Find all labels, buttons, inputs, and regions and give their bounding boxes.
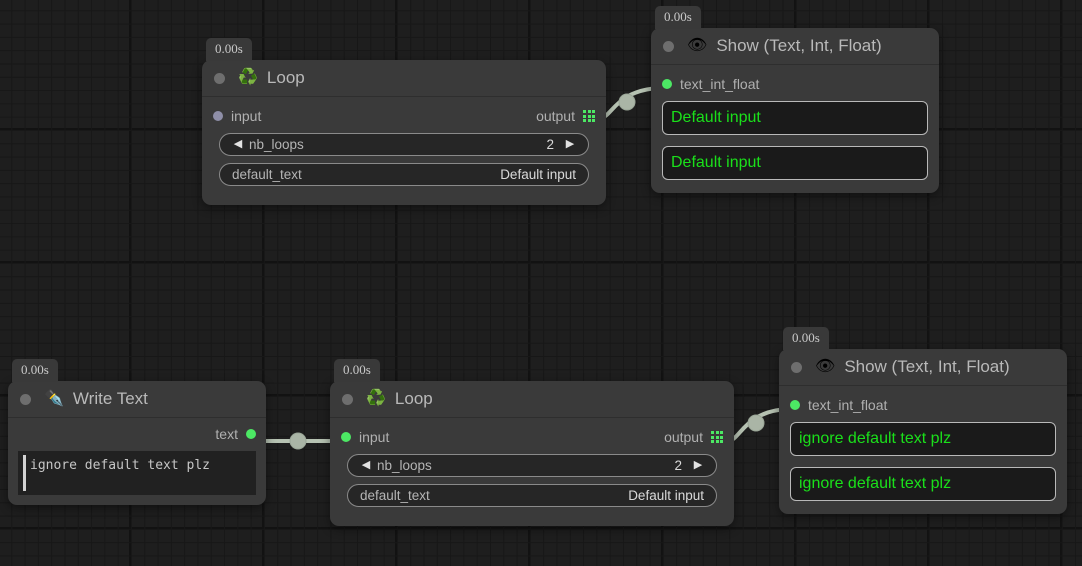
input-port-dot[interactable] — [213, 111, 223, 121]
input-port-dot[interactable] — [341, 432, 351, 442]
eye-icon: 👁 — [687, 37, 708, 54]
param-name: nb_loops — [377, 458, 432, 473]
text-input-value: ignore default text plz — [30, 458, 211, 473]
collapse-toggle-dot[interactable] — [663, 40, 674, 52]
param-value: Default input — [628, 488, 704, 503]
input-port-dot[interactable] — [790, 400, 800, 410]
port-row: text_int_float — [662, 74, 928, 94]
output-value-box: Default input — [662, 146, 928, 180]
recycle-icon: ♻️ — [238, 69, 258, 86]
input-port-label: text_int_float — [680, 76, 760, 92]
output-value-box: Default input — [662, 101, 928, 135]
output-port-label: text — [215, 426, 238, 442]
port-row: input output — [213, 106, 595, 126]
param-name: nb_loops — [249, 137, 304, 152]
node-body: text_int_float ignore default text plz i… — [779, 386, 1067, 514]
input-port-label: input — [359, 429, 390, 445]
node-header[interactable]: 👁 Show (Text, Int, Float) — [779, 349, 1067, 386]
eye-icon: 👁 — [815, 358, 836, 375]
node-timer-badge: 0.00s — [655, 6, 701, 29]
node-body: input output ◀ nb_loops 2 ▶ default_text… — [202, 97, 606, 205]
input-port-label: input — [231, 108, 262, 124]
port-row: text_int_float — [790, 395, 1056, 415]
stepper-increment-icon[interactable]: ▶ — [565, 138, 575, 150]
wire-handle-1 — [618, 93, 636, 111]
node-timer-badge: 0.00s — [206, 38, 252, 61]
wire-handle-3 — [747, 414, 765, 432]
output-port-dot[interactable] — [246, 429, 256, 439]
output-port[interactable]: output — [536, 108, 595, 124]
node-header[interactable]: ♻️ Loop — [330, 381, 734, 418]
list-grid-icon[interactable] — [583, 110, 595, 122]
pen-nib-icon: ✒️ — [44, 390, 64, 407]
port-row: input output — [341, 427, 723, 447]
param-value: 2 — [674, 458, 682, 473]
node-title: Write Text — [72, 389, 148, 408]
recycle-icon: ♻️ — [366, 390, 386, 407]
text-input-area[interactable]: ignore default text plz — [18, 451, 256, 495]
port-row: text — [18, 424, 256, 444]
param-nb-loops-stepper[interactable]: ◀ nb_loops 2 ▶ — [347, 454, 717, 477]
input-port-label: text_int_float — [808, 397, 888, 413]
node-show-1[interactable]: 0.00s 👁 Show (Text, Int, Float) text_int… — [651, 6, 939, 193]
param-nb-loops-stepper[interactable]: ◀ nb_loops 2 ▶ — [219, 133, 589, 156]
collapse-toggle-dot[interactable] — [214, 72, 225, 84]
output-port[interactable]: output — [664, 429, 723, 445]
param-name: default_text — [360, 488, 430, 503]
collapse-toggle-dot[interactable] — [791, 361, 802, 373]
input-port-dot[interactable] — [662, 79, 672, 89]
stepper-decrement-icon[interactable]: ◀ — [361, 459, 371, 471]
input-port[interactable]: text_int_float — [662, 76, 759, 92]
text-caret — [23, 455, 26, 491]
list-grid-icon[interactable] — [711, 431, 723, 443]
node-body: text ignore default text plz — [8, 418, 266, 505]
node-timer-badge: 0.00s — [783, 327, 829, 350]
node-title: Loop — [394, 389, 433, 408]
node-write-text[interactable]: 0.00s ✒️ Write Text text ignore default … — [8, 359, 266, 505]
output-value-text: Default input — [671, 154, 761, 171]
node-timer-badge: 0.00s — [334, 359, 380, 382]
node-loop-2[interactable]: 0.00s ♻️ Loop input output ◀ nb_loops 2 — [330, 359, 734, 526]
output-port-label: output — [536, 108, 575, 124]
node-header[interactable]: 👁 Show (Text, Int, Float) — [651, 28, 939, 65]
output-value-text: ignore default text plz — [799, 475, 952, 492]
output-value-text: Default input — [671, 109, 761, 126]
stepper-increment-icon[interactable]: ▶ — [693, 459, 703, 471]
param-value: 2 — [546, 137, 554, 152]
param-default-text-field[interactable]: default_text Default input — [219, 163, 589, 186]
node-body: text_int_float Default input Default inp… — [651, 65, 939, 193]
node-title: Show (Text, Int, Float) — [844, 357, 1010, 376]
node-body: input output ◀ nb_loops 2 ▶ default_text… — [330, 418, 734, 526]
input-port[interactable]: input — [213, 108, 261, 124]
node-title: Loop — [266, 68, 305, 87]
collapse-toggle-dot[interactable] — [20, 393, 31, 405]
output-value-box: ignore default text plz — [790, 467, 1056, 501]
node-timer-badge: 0.00s — [12, 359, 58, 382]
node-show-2[interactable]: 0.00s 👁 Show (Text, Int, Float) text_int… — [779, 327, 1067, 514]
wire-handle-2 — [289, 432, 307, 450]
stepper-decrement-icon[interactable]: ◀ — [233, 138, 243, 150]
output-port[interactable]: text — [215, 426, 256, 442]
input-port[interactable]: text_int_float — [790, 397, 887, 413]
output-port-label: output — [664, 429, 703, 445]
node-header[interactable]: ✒️ Write Text — [8, 381, 266, 418]
output-value-text: ignore default text plz — [799, 430, 952, 447]
node-title: Show (Text, Int, Float) — [716, 36, 882, 55]
node-loop-1[interactable]: 0.00s ♻️ Loop input output ◀ nb_loops 2 — [202, 38, 606, 205]
output-value-box: ignore default text plz — [790, 422, 1056, 456]
param-name: default_text — [232, 167, 302, 182]
param-value: Default input — [500, 167, 576, 182]
input-port[interactable]: input — [341, 429, 389, 445]
param-default-text-field[interactable]: default_text Default input — [347, 484, 717, 507]
node-header[interactable]: ♻️ Loop — [202, 60, 606, 97]
collapse-toggle-dot[interactable] — [342, 393, 353, 405]
